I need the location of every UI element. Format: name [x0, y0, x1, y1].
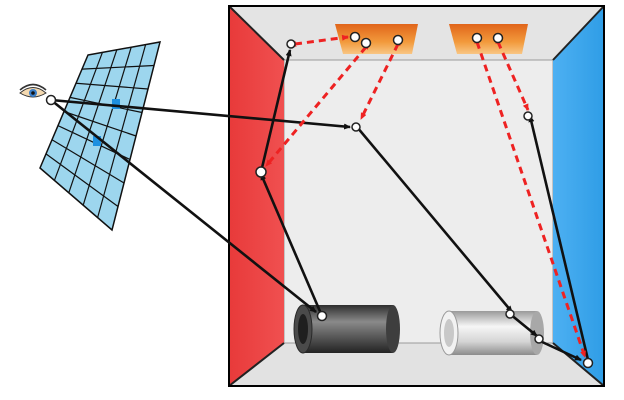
light-path: [264, 42, 370, 167]
edge-bl: [228, 342, 285, 387]
vertex-left-wall: [255, 166, 267, 178]
vertex-light: [392, 34, 404, 46]
image-plane-grid: [45, 44, 155, 218]
image-plane: [39, 41, 162, 232]
vertex-eye: [45, 94, 57, 106]
vertex-ceiling: [286, 39, 296, 49]
light-paths: [264, 34, 587, 358]
right-wall: [553, 6, 604, 386]
dark-cylinder: [293, 304, 400, 354]
eye-icon: [19, 83, 47, 98]
light-cylinder: [439, 310, 544, 356]
floor: [229, 343, 604, 386]
vertex-floor: [582, 357, 594, 369]
vertex-dark-cylinder: [316, 310, 328, 322]
path-vertices: [45, 31, 594, 369]
eye-ray: [50, 98, 317, 314]
image-plane-pixel: [112, 99, 120, 109]
vertex-light-cylinder: [534, 334, 544, 344]
vertex-right-wall: [523, 111, 533, 121]
light-source-right: [449, 24, 528, 54]
grid-line: [75, 82, 149, 90]
grid-line: [81, 64, 155, 70]
vertex-light-cylinder: [505, 309, 515, 319]
light-path: [359, 38, 401, 120]
ceiling: [229, 6, 604, 60]
light-path: [474, 36, 587, 358]
vertex-light: [360, 37, 372, 49]
image-plane-pixel: [93, 136, 101, 146]
vertex-light: [471, 32, 483, 44]
grid-line: [51, 139, 125, 184]
vertex-light: [492, 32, 504, 44]
bounce-ray: [259, 173, 324, 317]
left-wall: [229, 6, 284, 386]
room-outline: [228, 5, 605, 387]
grid-line: [63, 110, 137, 137]
light-source-left: [335, 24, 418, 54]
light-path: [289, 34, 349, 47]
grid-line: [45, 153, 119, 207]
vertex-back-wall: [351, 122, 361, 132]
vertex-light: [349, 31, 361, 43]
